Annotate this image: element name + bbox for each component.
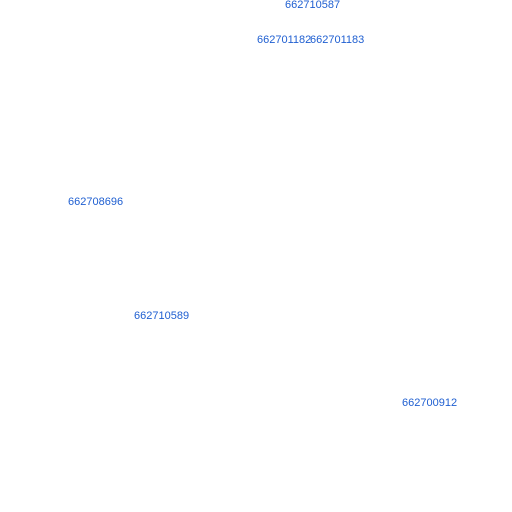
parcel-label[interactable]: 662701183 — [310, 34, 365, 46]
parcel-label[interactable]: 662710587 — [285, 0, 341, 11]
parcel-label[interactable]: 662710589 — [134, 310, 190, 322]
parcel-label[interactable]: 662701182 — [257, 34, 312, 46]
parcel-label[interactable]: 662700912 — [402, 397, 458, 409]
parcel-label[interactable]: 662708696 — [68, 196, 124, 208]
